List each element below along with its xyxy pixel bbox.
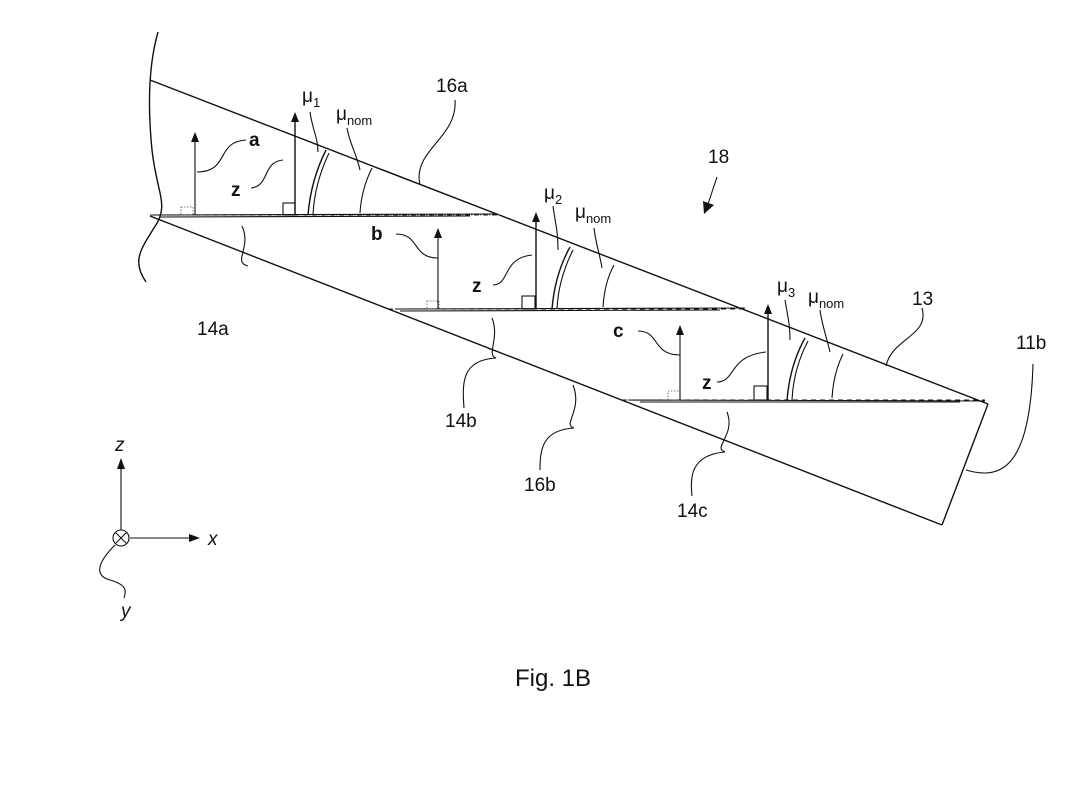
- axis-label-y: y: [119, 601, 132, 622]
- label-16a: 16a: [436, 76, 468, 97]
- y-axis-into-page-icon: [112, 529, 130, 547]
- label-a: a: [249, 130, 260, 151]
- axis-label-z: z: [114, 435, 125, 456]
- label-13: 13: [912, 289, 933, 310]
- arrow-b-head: [434, 228, 442, 238]
- axis-label-x: x: [207, 529, 219, 550]
- label-14c: 14c: [677, 501, 708, 522]
- end-face-11b: [941, 403, 989, 526]
- arrow-mu2-head: [532, 212, 540, 222]
- break-line: [138, 31, 163, 283]
- x-axis-arrow-icon: [189, 534, 200, 542]
- label-18: 18: [708, 147, 729, 168]
- layer-14c: [622, 304, 986, 403]
- layer-14a: [150, 112, 500, 218]
- z-axis-arrow-icon: [117, 458, 125, 469]
- label-mu-nom-3: μnom: [808, 287, 844, 311]
- label-z-2: z: [472, 276, 482, 297]
- label-b: b: [371, 224, 383, 245]
- label-z-3: z: [702, 373, 712, 394]
- label-c: c: [613, 321, 624, 342]
- label-mu-nom-2: μnom: [575, 202, 611, 226]
- layer-14b: [388, 212, 748, 312]
- figure-caption: Fig. 1B: [515, 665, 591, 692]
- arrow-18-head: [703, 201, 714, 214]
- label-16b: 16b: [524, 475, 556, 496]
- label-mu1: μ1: [302, 86, 320, 110]
- label-14a: 14a: [197, 319, 229, 340]
- leader-lines: [196, 99, 1034, 497]
- labels: 16a 18 13 11b 14a 14b 16b 14c a b c z z …: [197, 76, 1046, 522]
- label-z-1: z: [231, 180, 241, 201]
- top-surface-16a: [149, 79, 989, 405]
- arrow-c-head: [676, 325, 684, 335]
- label-14b: 14b: [445, 411, 477, 432]
- label-mu2: μ2: [544, 183, 562, 207]
- arrow-mu1-head: [291, 112, 299, 122]
- label-11b: 11b: [1016, 333, 1046, 354]
- arrow-a-head: [191, 132, 199, 142]
- arrow-mu3-head: [764, 304, 772, 314]
- coordinate-axes: z x y: [99, 435, 219, 622]
- label-mu3: μ3: [777, 276, 795, 300]
- bottom-surface-16b: [149, 215, 943, 526]
- label-mu-nom-1: μnom: [336, 104, 372, 128]
